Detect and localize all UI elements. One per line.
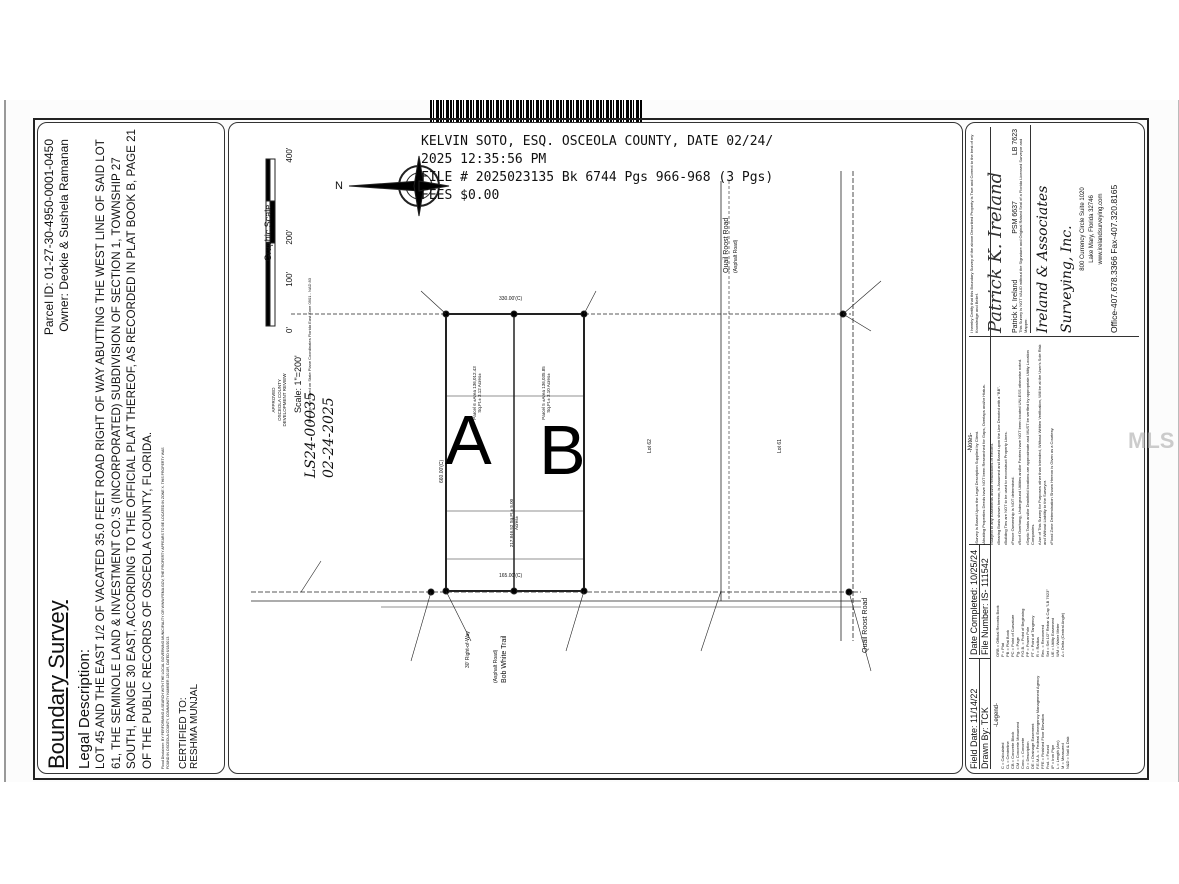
surveyor-signature: Patrick K. Ireland bbox=[985, 171, 1006, 333]
quail-roost-road-label-2: Quail Roost Road bbox=[862, 597, 869, 653]
legal-description-panel: Parcel ID: 01-27-30-4950-0001-0450 Owner… bbox=[37, 122, 225, 774]
quail-roost-road-sub: (Asphalt Road) bbox=[733, 239, 739, 273]
north-arrow-compass bbox=[348, 155, 450, 217]
survey-drawing-panel: Graphic Scale 0' 100' 200' 400' Scale: 1… bbox=[228, 122, 963, 774]
note-item: •Septic Tanks and/or Drainfield location… bbox=[1024, 350, 1035, 545]
file-number: File Number: IS- 111542 bbox=[980, 558, 990, 655]
field-date: Field Date: 11/14/22 bbox=[969, 659, 980, 769]
legal-text: LOT 45 AND THE EAST 1/2 OF VACATED 35.0 … bbox=[94, 129, 154, 769]
legend-item: N&D = Nail & Disk bbox=[1065, 736, 1070, 769]
certified-label: CERTIFIED TO: bbox=[178, 697, 189, 769]
dim-top: 330.00'(C) bbox=[499, 296, 523, 302]
website: www.irelandsurveying.com bbox=[1098, 193, 1104, 265]
address-line1: 800 Currency Circle Suite 1020 bbox=[1080, 187, 1086, 271]
note-item: •Bearing Basis shown hereon, is Assumed … bbox=[995, 386, 1001, 545]
note-item: •Building Ties are NOT to be used to rec… bbox=[1003, 431, 1009, 545]
stamp-line3: FILE # 2025023135 Bk 6744 Pgs 966-968 (3… bbox=[421, 170, 774, 185]
certified-name: RESHMA MUNJAL bbox=[189, 683, 200, 769]
note-item: •Fence Ownership is NOT determined. bbox=[1010, 476, 1016, 545]
bob-white-trail-label: Bob White Trail bbox=[501, 635, 508, 683]
scale-text: Scale: 1"=200' bbox=[293, 355, 303, 413]
notes-list: •Survey is Based Upon the Legal Descript… bbox=[974, 340, 1054, 545]
lot-45-area: 217,846.52 Sq.Ft.± 5.00 Acres± bbox=[509, 498, 519, 548]
quail-roost-road-label: Quail Roost Road bbox=[723, 217, 730, 273]
vacated-row-label: 30' Right-of-Way bbox=[465, 631, 471, 668]
scale-tick-400: 400' bbox=[285, 147, 294, 163]
stamp-line4: FEES $0.00 bbox=[421, 188, 500, 203]
stamp-line1: KELVIN SOTO, ESQ. OSCEOLA COUNTY, DATE 0… bbox=[421, 134, 774, 149]
note-item: •Survey is Based Upon the Legal Descript… bbox=[974, 430, 980, 545]
graphic-scale-bar bbox=[265, 158, 276, 327]
title-block-panel: Field Date: 11/14/22 Drawn By: TCK Date … bbox=[965, 122, 1145, 774]
note-item: •Flood Zone Determination Shown Hereon i… bbox=[1049, 427, 1055, 545]
legal-heading: Legal Description: bbox=[76, 648, 93, 769]
approval-date: 02-24-2025 bbox=[321, 397, 337, 478]
stamp-line2: 2025 12:35:56 PM bbox=[421, 152, 547, 167]
bob-white-trail-sub: (Asphalt Road) bbox=[493, 649, 499, 683]
valid-note: This Survey is NOT VALID without the Sig… bbox=[1018, 125, 1031, 333]
survey-drawing bbox=[251, 155, 882, 672]
note-item: •Subject to any Easements and/or Restric… bbox=[988, 443, 994, 545]
barcode bbox=[430, 100, 642, 124]
parcel-b-label: B bbox=[539, 411, 586, 489]
note-item: •Use of This Survey for Purposes other t… bbox=[1037, 344, 1048, 545]
lot-61-label: Lot 61 bbox=[777, 439, 783, 453]
mls-watermark: MLS bbox=[1128, 428, 1175, 453]
document-title: Boundary Survey bbox=[44, 600, 69, 769]
dim-bottom: 165.00'(C) bbox=[499, 573, 523, 579]
north-label: N bbox=[335, 180, 343, 192]
scale-title: Graphic Scale bbox=[263, 204, 273, 262]
date-completed: Date Completed: 10/25/24 bbox=[969, 545, 980, 655]
drawn-by: Drawn By: TCK bbox=[980, 707, 990, 769]
company-name: Ireland & Associates Surveying, Inc. bbox=[1035, 185, 1075, 333]
lot-62-label: Lot 62 bbox=[647, 439, 653, 453]
approval-line3: DEVELOPMENT REVIEW bbox=[282, 373, 287, 427]
address-line2: Lake Mary, Florida 32746 bbox=[1089, 195, 1095, 263]
certification: I hereby Certify that this Boundary Surv… bbox=[969, 134, 979, 333]
dim-side: 660.00'(C) bbox=[439, 459, 445, 483]
parcel-a-label: A bbox=[445, 401, 492, 479]
survey-frame bbox=[33, 118, 1149, 780]
phone-fax: Office-407.678.3366 Fax-407.320.8165 bbox=[1109, 184, 1119, 333]
flood-disclaimer: Flood Disclaimer: BY PERFORMING A SEARCH… bbox=[161, 447, 170, 769]
parcel-5-area: Parcel 5 ±Area 136,035.85 Sq.Ft.± 3.10 A… bbox=[541, 366, 551, 420]
approval-number: LS24-00035 bbox=[303, 392, 319, 478]
parcel-6-area: Parcel 6 ±Area 136,012.43 Sq.Ft.± 3.12 A… bbox=[472, 366, 482, 420]
recording-stamp: KELVIN SOTO, ESQ. OSCEOLA COUNTY, DATE 0… bbox=[421, 133, 773, 205]
legend-item: Δ = Delta (Central Angle) bbox=[1060, 612, 1065, 657]
note-item: •Abutting Properties Deeds have NOT been… bbox=[981, 384, 987, 545]
approval-stamp: APPROVED OSCEOLA COUNTY DEVELOPMENT REVI… bbox=[271, 325, 288, 475]
note-item: •Roof Overhang, Underground Utilities an… bbox=[1017, 358, 1023, 545]
